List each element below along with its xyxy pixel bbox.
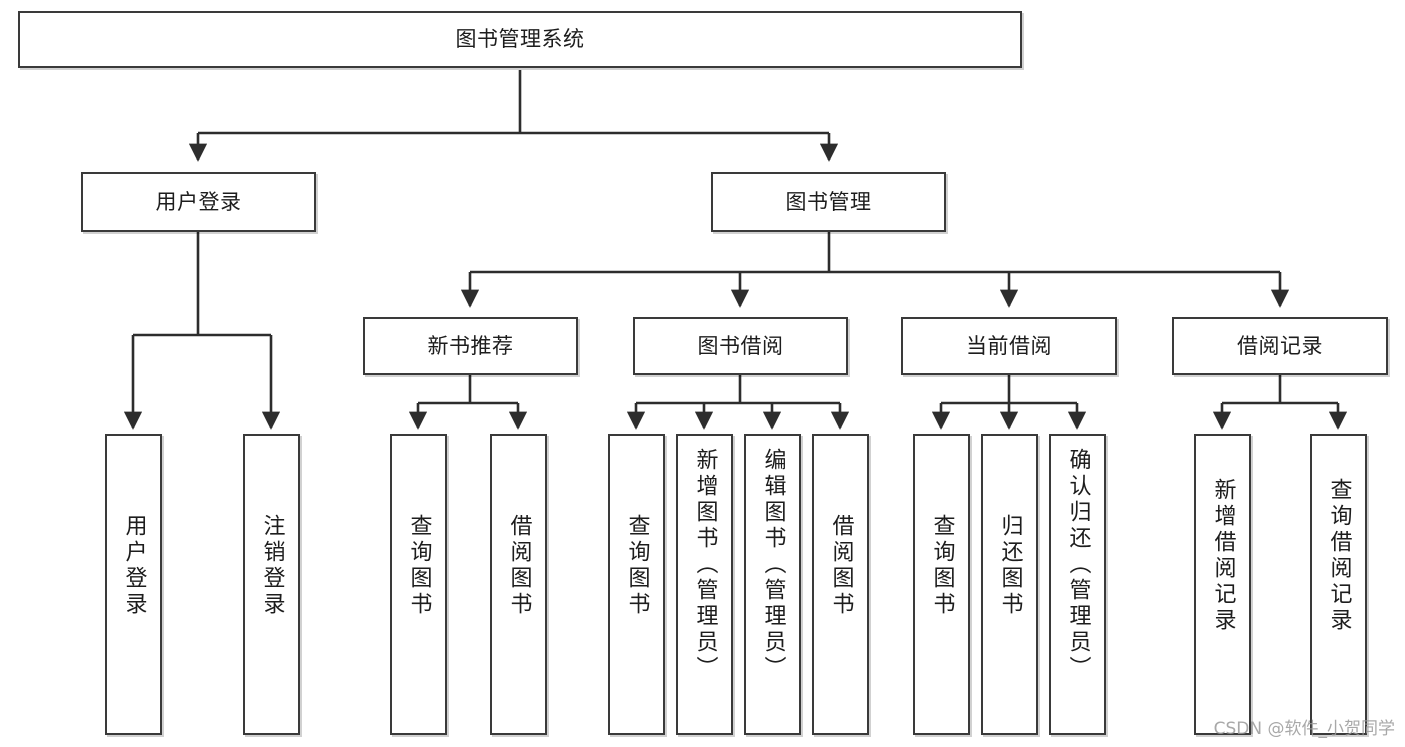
leaf-current-borrow-3[interactable]: 确认归还（管理员） [1049,434,1106,735]
node-book-borrow[interactable]: 图书借阅 [633,317,848,375]
node-user-login[interactable]: 用户登录 [81,172,316,232]
leaf-user-login-1[interactable]: 用户登录 [105,434,162,735]
leaf-book-borrow-4-label: 借阅图书 [828,514,854,618]
node-root-label: 图书管理系统 [455,27,585,52]
leaf-current-borrow-2-label: 归还图书 [997,514,1023,618]
leaf-book-borrow-2[interactable]: 新增图书（管理员） [676,434,733,735]
leaf-book-borrow-4[interactable]: 借阅图书 [812,434,869,735]
leaf-new-book-1-label: 查询图书 [406,514,432,618]
node-new-book-recommend[interactable]: 新书推荐 [363,317,578,375]
node-current-borrow[interactable]: 当前借阅 [901,317,1117,375]
leaf-new-book-2[interactable]: 借阅图书 [490,434,547,735]
leaf-book-borrow-3[interactable]: 编辑图书（管理员） [744,434,801,735]
node-user-login-label: 用户登录 [155,189,242,214]
leaf-borrow-record-1-label: 新增借阅记录 [1210,478,1236,634]
node-new-book-recommend-label: 新书推荐 [427,333,514,358]
node-book-borrow-label: 图书借阅 [697,333,784,358]
leaf-current-borrow-1-label: 查询图书 [929,514,955,618]
leaf-book-borrow-1-label: 查询图书 [624,514,650,618]
leaf-user-login-2-label: 注销登录 [259,514,285,618]
leaf-borrow-record-2[interactable]: 查询借阅记录 [1310,434,1367,735]
leaf-borrow-record-2-label: 查询借阅记录 [1326,478,1352,634]
node-root[interactable]: 图书管理系统 [18,11,1022,68]
leaf-book-borrow-3-label: 编辑图书（管理员） [760,448,786,682]
node-borrow-record[interactable]: 借阅记录 [1172,317,1388,375]
node-book-management-label: 图书管理 [785,189,872,214]
node-current-borrow-label: 当前借阅 [966,333,1052,358]
node-book-management[interactable]: 图书管理 [711,172,946,232]
csdn-watermark: CSDN @软件_小贺同学 [1213,719,1395,739]
leaf-current-borrow-1[interactable]: 查询图书 [913,434,970,735]
leaf-new-book-1[interactable]: 查询图书 [390,434,447,735]
node-borrow-record-label: 借阅记录 [1237,333,1323,358]
leaf-current-borrow-2[interactable]: 归还图书 [981,434,1038,735]
leaf-borrow-record-1[interactable]: 新增借阅记录 [1194,434,1251,735]
leaf-book-borrow-1[interactable]: 查询图书 [608,434,665,735]
leaf-book-borrow-2-label: 新增图书（管理员） [692,448,718,682]
leaf-new-book-2-label: 借阅图书 [506,514,532,618]
leaf-current-borrow-3-label: 确认归还（管理员） [1065,448,1091,682]
leaf-user-login-1-label: 用户登录 [121,514,147,618]
leaf-user-login-2[interactable]: 注销登录 [243,434,300,735]
